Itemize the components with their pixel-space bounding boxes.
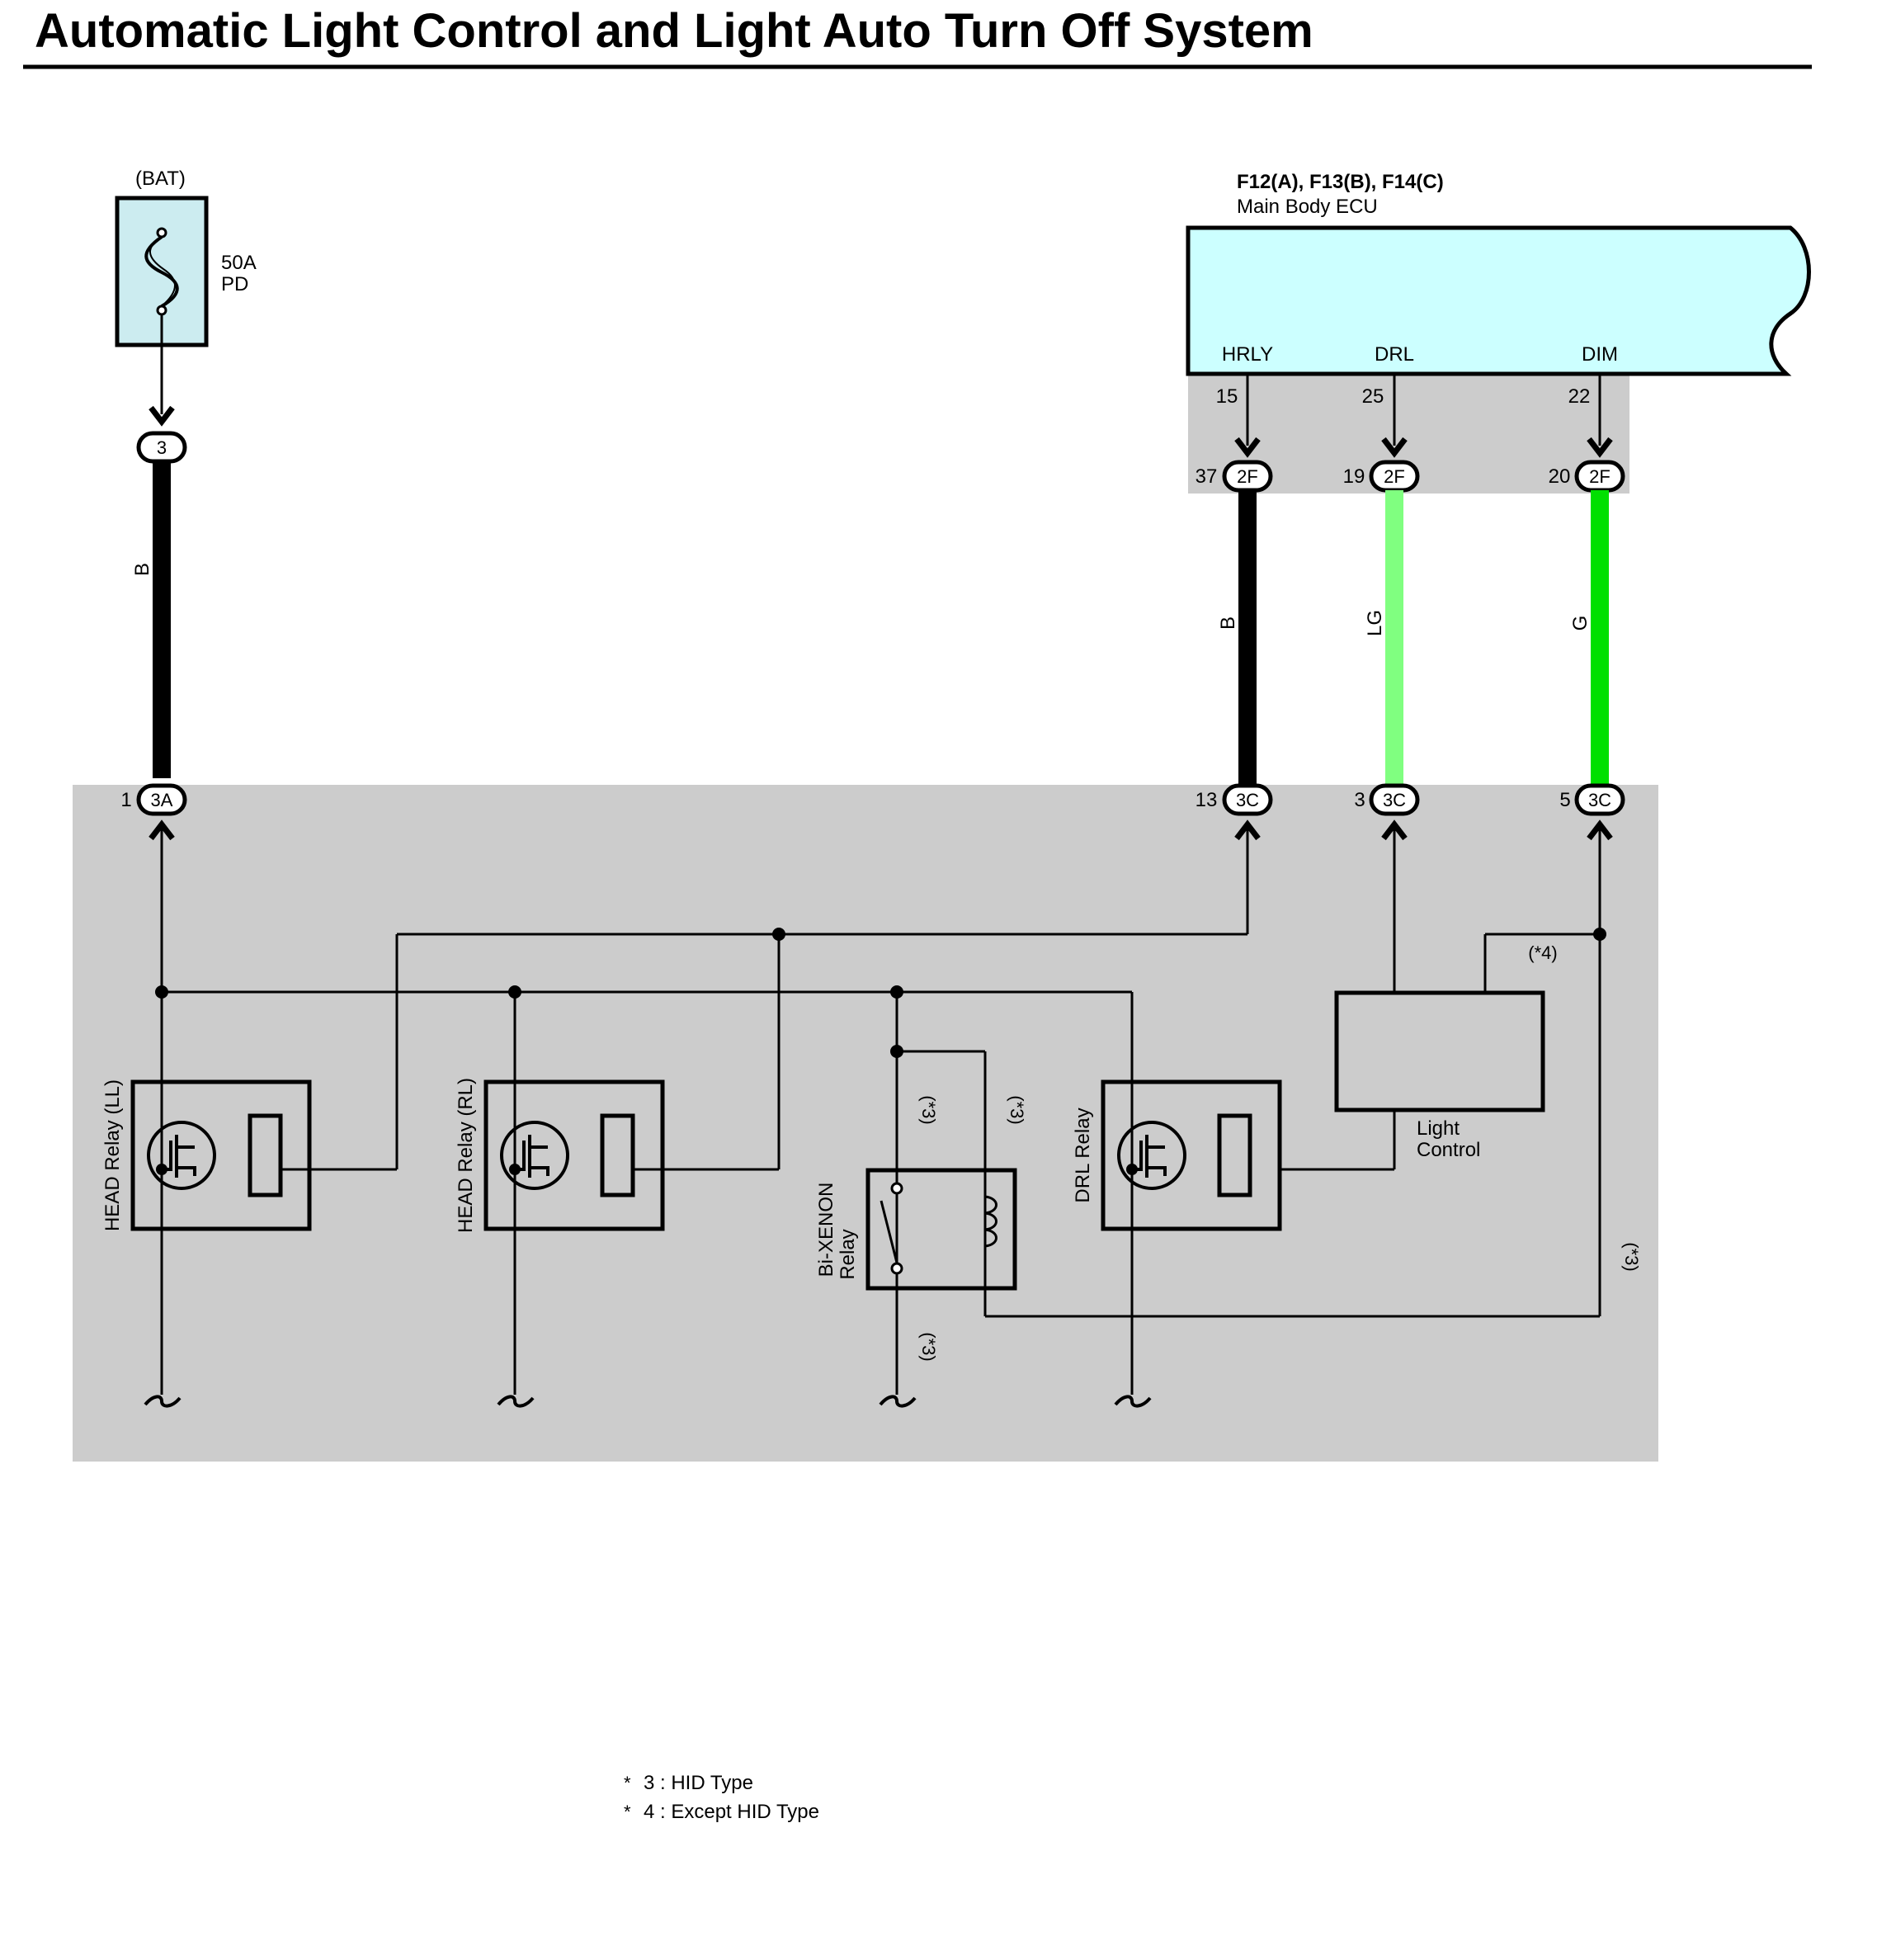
mark-hid-1: (*3) [918,1095,939,1124]
fuse-name: PD [221,273,248,295]
wire-drl-label: LG [1364,610,1386,636]
svg-text:37: 37 [1196,465,1218,488]
fuse-icon [144,227,179,316]
legend-item-hid: 3 : HID Type [644,1772,753,1794]
legend: * 3 : HID Type * 4 : Except HID Type [624,1772,819,1823]
block-connector-hrly: 13 3C [1196,783,1273,841]
head-relay-rl: HEAD Relay (RL) [455,1078,665,1233]
ecu-name: Main Body ECU [1237,196,1378,218]
svg-text:13: 13 [1196,789,1218,811]
svg-text:HEAD Relay (RL): HEAD Relay (RL) [455,1078,477,1233]
legend-mark: * [624,1802,631,1822]
fuse-connector: 3 [136,431,187,464]
legend-mark: * [624,1773,631,1793]
wire-dim-label: G [1569,616,1592,631]
svg-text:19: 19 [1343,465,1365,488]
bat-wire-label: B [131,563,153,576]
page-title: Automatic Light Control and Light Auto T… [35,4,1313,58]
svg-text:HRLY: HRLY [1222,343,1273,366]
head-relay-ll: HEAD Relay (LL) [101,1079,312,1231]
svg-text:25: 25 [1362,385,1384,408]
ecu-codes: F12(A), F13(B), F14(C) [1237,171,1444,193]
svg-text:20: 20 [1549,465,1571,488]
light-control: Light Control [1334,990,1545,1161]
svg-text:2F: 2F [1384,466,1405,487]
svg-text:22: 22 [1568,385,1591,408]
drl-relay: DRL Relay [1072,1079,1282,1231]
svg-text:1: 1 [120,789,131,811]
svg-text:DRL Relay: DRL Relay [1072,1108,1094,1202]
svg-text:3C: 3C [1588,790,1611,810]
mark-hid-4: (*3) [1621,1242,1642,1271]
svg-text:5: 5 [1559,789,1570,811]
svg-text:3C: 3C [1236,790,1259,810]
svg-text:3C: 3C [1383,790,1406,810]
svg-text:Relay: Relay [837,1229,859,1279]
bixenon-relay: Bi-XENON Relay [815,1168,1017,1291]
svg-text:Bi-XENON: Bi-XENON [815,1183,837,1278]
wire-hrly-label: B [1217,616,1239,630]
mark-hid-2: (*3) [1007,1095,1027,1124]
fuse-connector-arrow [149,405,175,427]
block-connector-drl: 3 3C [1354,783,1420,841]
svg-text:HEAD Relay (LL): HEAD Relay (LL) [101,1079,124,1231]
ecu-terminal-hrly: HRLY 15 37 2F [1196,343,1273,493]
ecu-terminal-dim: DIM 22 20 2F [1549,343,1625,493]
svg-text:3: 3 [1354,789,1365,811]
svg-text:2F: 2F [1237,466,1258,487]
continuation-marks [144,1395,1152,1408]
block-connector-bat: 1 3A [120,783,187,841]
block-connector-dim: 5 3C [1559,783,1625,841]
internal-wiring [160,825,1601,1395]
fuse-source-label: (BAT) [135,168,186,190]
svg-text:Control: Control [1417,1139,1480,1161]
mark-except-hid: (*4) [1528,942,1557,963]
legend-item-except-hid: 4 : Except HID Type [644,1801,819,1823]
svg-text:Light: Light [1417,1117,1460,1140]
svg-text:DIM: DIM [1582,343,1618,366]
svg-text:2F: 2F [1589,466,1611,487]
junction-dots [155,928,1606,1058]
ecu-box [1186,225,1811,376]
mark-hid-3: (*3) [918,1332,939,1361]
svg-text:3: 3 [157,437,167,458]
svg-text:3A: 3A [151,790,173,810]
svg-text:15: 15 [1216,385,1238,408]
fuse-rating: 50A [221,252,257,274]
svg-text:DRL: DRL [1375,343,1414,366]
